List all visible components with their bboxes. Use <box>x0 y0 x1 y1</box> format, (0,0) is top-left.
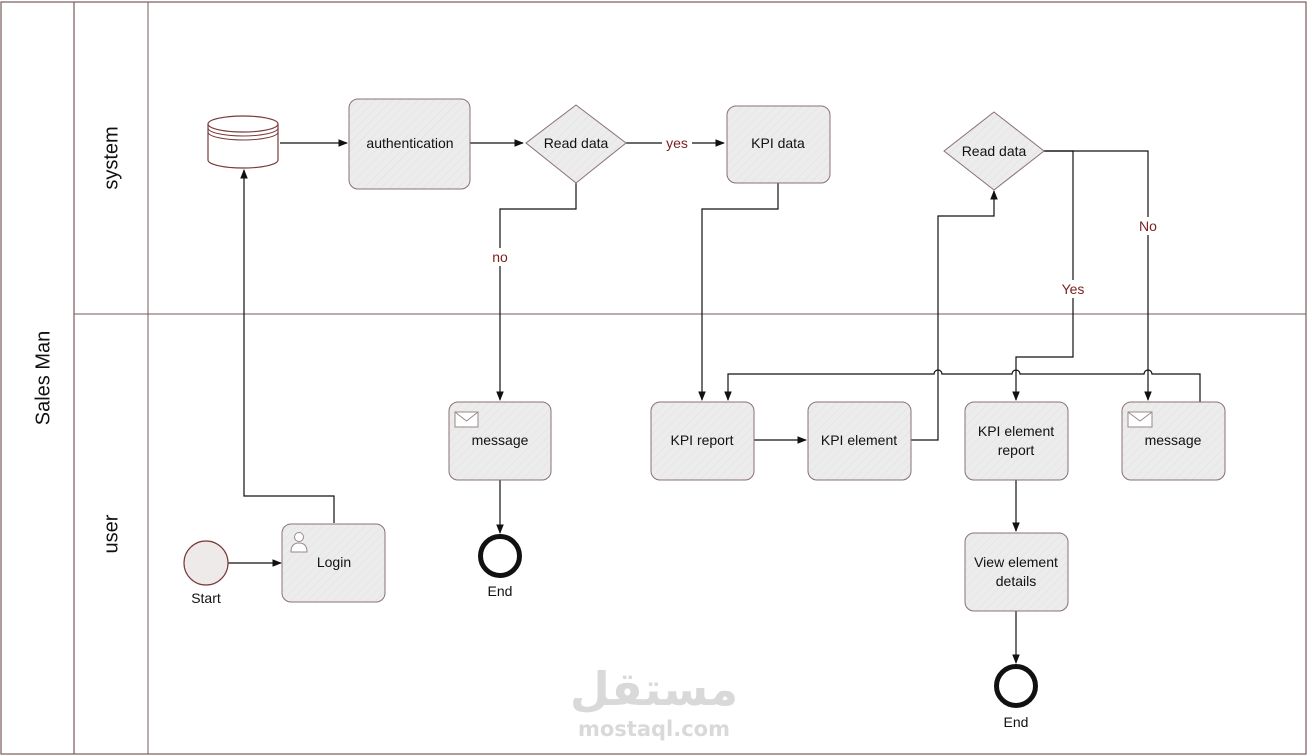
sequence-flows <box>228 139 1201 664</box>
end-event-1[interactable]: End <box>478 534 522 600</box>
task-label: KPI data <box>751 135 805 151</box>
end-label: End <box>488 583 513 599</box>
task-label-line1: View element <box>974 554 1058 570</box>
gateway-label: Read data <box>962 143 1027 159</box>
edge-label-yes-2: Yes <box>1062 281 1085 297</box>
task-kpi-element-report[interactable]: KPI element report <box>964 401 1069 481</box>
edge-label-no-2: No <box>1139 218 1157 234</box>
task-label: message <box>472 432 529 448</box>
gateway-read-data-2[interactable]: Read data <box>943 111 1045 191</box>
task-kpi-report[interactable]: KPI report <box>650 401 755 481</box>
flow-read-data-no-to-message <box>1044 150 1152 401</box>
pool-label: Sales Man <box>32 331 54 426</box>
start-event[interactable]: Start <box>183 540 229 606</box>
watermark-latin: mostaql.com <box>578 717 730 741</box>
task-login[interactable]: Login <box>281 523 386 603</box>
start-label: Start <box>191 590 221 606</box>
task-label: KPI element <box>821 432 897 448</box>
flow-login-to-database <box>240 169 335 523</box>
task-label-line2: report <box>998 442 1035 458</box>
gateway-read-data-1[interactable]: Read data <box>525 104 627 184</box>
watermark-arabic: مستقل <box>570 662 738 716</box>
edge-label-no-1: no <box>492 249 508 265</box>
task-label: message <box>1145 432 1202 448</box>
task-message-1[interactable]: message <box>448 401 552 481</box>
envelope-icon <box>1127 411 1153 428</box>
edge-labels: yes no Yes No <box>486 134 1162 298</box>
task-label: KPI report <box>670 432 733 448</box>
envelope-icon <box>454 411 479 428</box>
flow-read-data-no-to-message <box>496 183 577 401</box>
task-label: authentication <box>366 135 453 151</box>
task-authentication[interactable]: authentication <box>348 98 471 190</box>
end-label: End <box>1004 714 1029 730</box>
task-view-element-details[interactable]: View element details <box>964 532 1069 612</box>
task-message-2[interactable]: message <box>1121 401 1226 481</box>
flow-message-back-to-kpi-report <box>724 369 1201 402</box>
task-label-line1: KPI element <box>978 423 1054 439</box>
lane-label-user: user <box>100 514 122 553</box>
watermark-logo: مستقل mostaql.com <box>570 662 738 741</box>
task-kpi-element[interactable]: KPI element <box>807 401 912 481</box>
database-icon[interactable] <box>207 115 279 169</box>
task-label: Login <box>317 554 351 570</box>
user-icon <box>290 532 308 553</box>
task-kpi-data[interactable]: KPI data <box>726 105 831 184</box>
edge-label-yes-1: yes <box>666 135 688 151</box>
task-label-line2: details <box>996 573 1036 589</box>
flow-kpi-data-to-kpi-report <box>698 183 779 401</box>
gateway-label: Read data <box>544 135 609 151</box>
flow-kpi-element-to-read-data <box>911 190 998 441</box>
lane-label-system: system <box>100 126 122 189</box>
end-event-2[interactable]: End <box>994 664 1038 731</box>
